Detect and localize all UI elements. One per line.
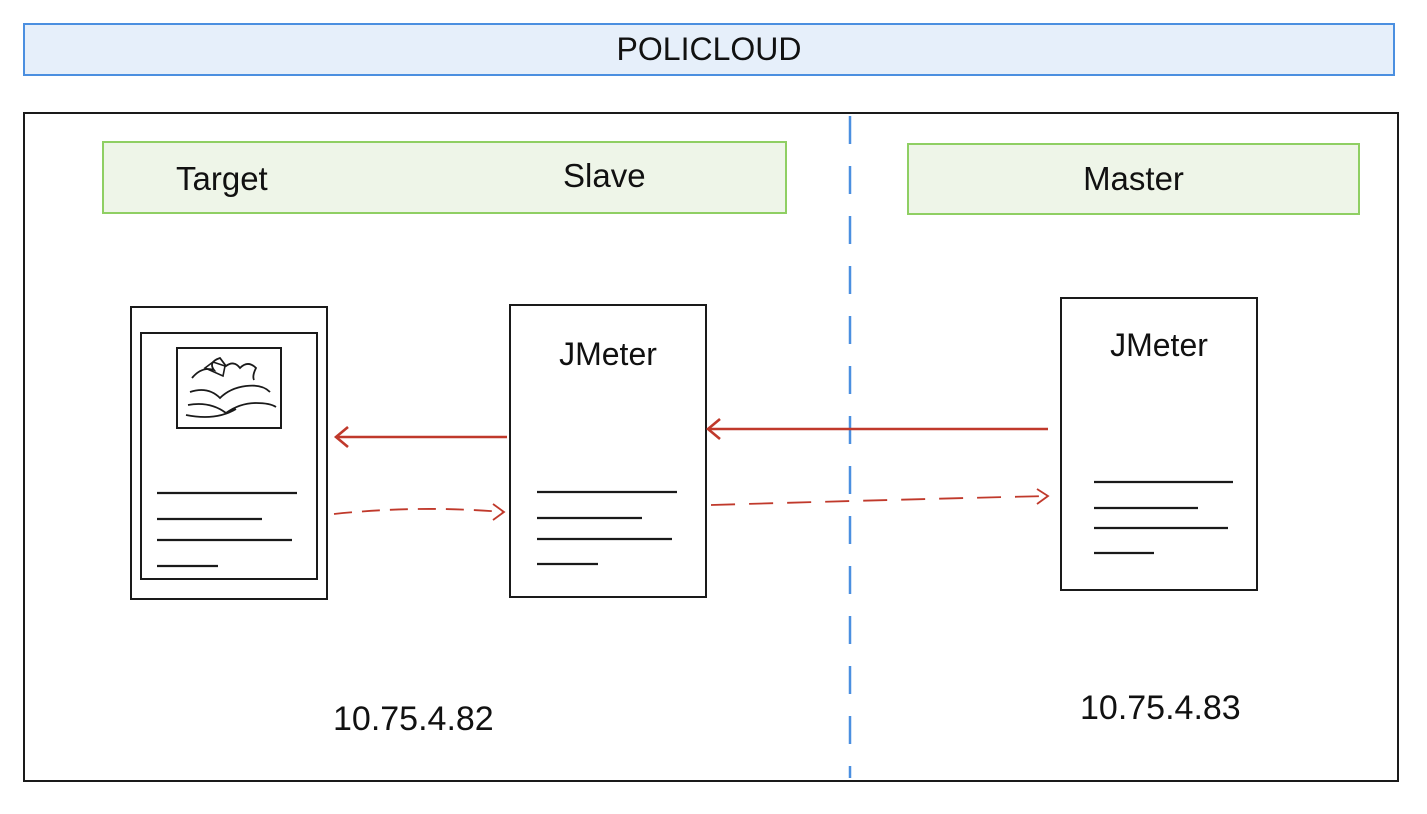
master-text-lines bbox=[1094, 480, 1233, 555]
slave-node: JMeter bbox=[509, 304, 707, 598]
banner-title: POLICLOUD bbox=[616, 31, 802, 67]
deployment-frame bbox=[23, 112, 1399, 782]
target-text-lines bbox=[157, 491, 297, 568]
master-jmeter-label: JMeter bbox=[1110, 327, 1208, 363]
slave-ip-label: 10.75.4.82 bbox=[333, 700, 494, 738]
master-to-slave-arrow bbox=[705, 418, 1048, 440]
target-label: Target bbox=[176, 160, 268, 197]
target-slave-zone: Target Slave bbox=[102, 141, 787, 214]
master-label: Master bbox=[1083, 160, 1184, 197]
master-zone: Master bbox=[907, 143, 1360, 215]
target-node bbox=[130, 306, 328, 600]
master-ip-label: 10.75.4.83 bbox=[1080, 689, 1241, 727]
master-node: JMeter bbox=[1060, 297, 1258, 591]
slave-to-target-arrow bbox=[333, 426, 507, 448]
target-inner-frame bbox=[140, 332, 318, 580]
image-placeholder-icon bbox=[176, 347, 282, 429]
target-to-slave-response-arrow bbox=[333, 503, 506, 521]
slave-jmeter-label: JMeter bbox=[559, 336, 657, 372]
policloud-banner: POLICLOUD bbox=[23, 23, 1395, 76]
slave-to-master-response-arrow bbox=[710, 488, 1050, 506]
slave-text-lines bbox=[537, 490, 677, 566]
slave-label: Slave bbox=[563, 157, 646, 194]
